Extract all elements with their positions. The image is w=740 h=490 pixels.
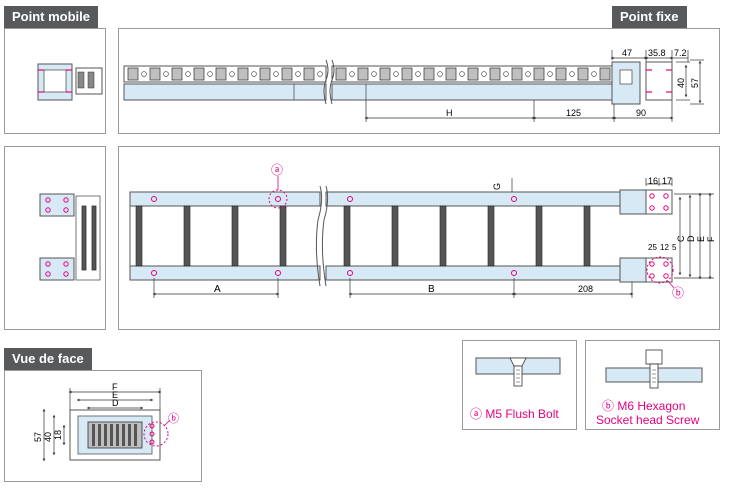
top-dim-G: G [492,183,502,190]
side-support-bar [123,83,619,101]
tag-point-mobile: Point mobile [4,6,98,28]
top-dim-A: A [214,284,221,295]
side-chain-upper-run [123,65,619,83]
top-dim-D: D [686,235,696,242]
top-dim-17: 17 [662,176,672,186]
top-dim-B: B [428,284,435,295]
legend-a-label: ⓐ M5 Flush Bolt [470,407,559,421]
tag-vue-de-face-label: Vue de face [12,351,84,366]
top-dim-25: 25 [648,243,657,252]
side-break-mark [323,59,335,105]
tag-point-fixe-label: Point fixe [620,9,679,24]
side-dim-35-8: 35.8 [648,48,666,58]
front-dim-18: 18 [53,430,63,440]
top-dim-E: E [696,236,706,242]
side-dim-57: 57 [690,78,700,88]
side-dim-lines [364,50,704,122]
tag-vue-de-face: Vue de face [4,348,92,370]
tag-point-fixe: Point fixe [612,6,687,28]
panel-top-view [118,146,720,330]
top-dim-C: C [676,235,686,242]
top-mobile-bracket-lower [39,257,75,281]
top-fixed-bracket-lower [619,256,675,289]
top-bolts [151,196,517,276]
tag-point-mobile-label: Point mobile [12,9,90,24]
side-dim-125: 125 [566,108,581,118]
legend-a-illustration [475,357,561,387]
front-dim-57: 57 [33,432,43,442]
front-dim-40: 40 [43,432,53,442]
top-fixed-bracket-upper [619,189,673,215]
front-marker-b: ⓑ [168,412,179,425]
top-marker-a-circle [268,176,288,209]
side-fixed-bracket [611,61,673,105]
top-crossbars [135,205,591,267]
front-dim-lines [42,388,162,462]
side-dim-47: 47 [622,48,632,58]
top-dim-12: 12 [660,243,669,252]
side-dim-7-2: 7.2 [674,48,687,58]
front-dim-F: F [112,382,118,392]
top-dim-lines [152,178,714,298]
side-dim-40: 40 [676,78,686,88]
top-dim-16: 16 [648,176,658,186]
legend-b-line1: ⓑ M6 Hexagon [602,399,685,413]
top-mobile-bracket-upper [39,193,75,217]
front-view-drawing [69,409,171,461]
top-dim-5: 5 [672,243,677,252]
side-dim-90: 90 [636,108,646,118]
top-marker-a: ⓐ [271,163,283,177]
front-dim-E: E [112,390,118,400]
top-rails [129,191,621,281]
top-break-mark [315,185,329,287]
side-dim-H: H [446,108,453,118]
top-marker-b: ⓑ [672,286,684,300]
top-mobile-chain-stub [75,195,101,281]
top-dim-208: 208 [578,284,593,294]
front-dim-D: D [112,398,119,408]
top-dim-F: F [706,236,716,242]
legend-b-illustration [605,349,703,389]
side-mobile-chain-stub [75,67,103,95]
side-mobile-bracket [37,63,73,101]
legend-b-line2: Socket head Screw [596,413,700,427]
